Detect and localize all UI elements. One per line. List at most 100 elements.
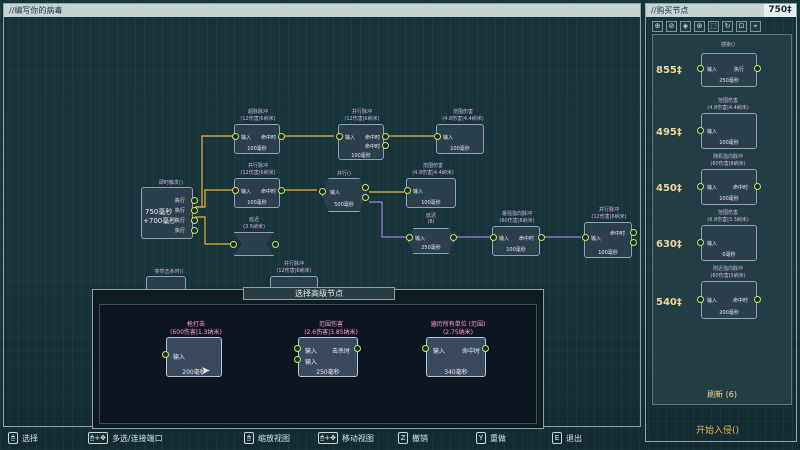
item-price: 495‡: [656, 127, 682, 138]
shop-tab-icon[interactable]: ⊕: [652, 21, 663, 32]
node-title: 最强指向脉冲: [501, 211, 532, 217]
input-pin[interactable]: [232, 187, 239, 194]
shop-title: //购买节点: [646, 4, 796, 17]
node-time: 0毫秒: [722, 252, 736, 258]
input-pin[interactable]: [697, 239, 704, 246]
output-pin[interactable]: [754, 183, 761, 190]
input-pin[interactable]: [434, 133, 441, 140]
node-time: 250毫秒: [421, 245, 441, 251]
shop-tab-icon[interactable]: ↻: [722, 21, 733, 32]
area-damage-node[interactable]: 范围伤害 (4.8伤害|4.4纳米) 输入 100毫秒: [430, 108, 496, 156]
input-label: 输入: [173, 354, 186, 361]
output-pin[interactable]: [630, 229, 637, 236]
parallel-node[interactable]: 并行() 输入 500毫秒: [316, 170, 372, 214]
pulse-node[interactable]: 超脉脉冲 (12伤害|6纳米) 输入 命中时 100毫秒: [228, 108, 288, 156]
input-pin[interactable]: [697, 183, 704, 190]
input-pin[interactable]: [294, 345, 301, 352]
parallel-pulse-node[interactable]: 并行脉冲 (12伤害|6纳米) 输入 命中时 100毫秒: [578, 206, 640, 260]
output-pin[interactable]: [754, 65, 761, 72]
node-title: 并行脉冲: [598, 207, 619, 213]
advanced-node-card[interactable]: 范围伤害 (2.6伤害|3.85纳米) 输入 输入 击杀时 250毫秒: [286, 319, 376, 379]
input-pin[interactable]: [336, 133, 343, 140]
input-pin[interactable]: [230, 241, 237, 248]
input-pin[interactable]: [582, 234, 589, 241]
shop-item[interactable]: 855‡ 感染() 输入 执行 250毫秒: [653, 39, 791, 91]
input-pin[interactable]: [294, 356, 301, 363]
key-e-icon: E: [552, 432, 562, 444]
input-pin[interactable]: [319, 188, 326, 195]
output-pin[interactable]: [362, 184, 369, 191]
node-body: [322, 178, 366, 212]
parallel-pulse-node[interactable]: 并行脉冲 (12伤害|6纳米) 输入 命中时 100毫秒: [228, 162, 288, 210]
hint-multiselect: 🖰+✥ 多选/连接端口: [88, 432, 163, 444]
node-title: 并行脉冲: [351, 109, 372, 115]
node-stats: (12伤害|6纳米): [591, 214, 627, 220]
output-pin[interactable]: [191, 217, 198, 224]
output-pin[interactable]: [354, 345, 361, 352]
hit-label: 命中时: [462, 348, 481, 355]
strongest-pulse-node[interactable]: 最强指向脉冲 (60伤害|8纳米) 输入 命中时 100毫秒: [486, 210, 548, 258]
input-pin[interactable]: [232, 133, 239, 140]
shop-tab-icon[interactable]: ◈: [680, 21, 691, 32]
output-pin[interactable]: [538, 234, 545, 241]
output-pin[interactable]: [191, 227, 198, 234]
input-label: 输入: [443, 135, 454, 141]
shop-tab-icon[interactable]: ⊘: [666, 21, 677, 32]
shop-tab-icon[interactable]: ⊛: [694, 21, 705, 32]
trigger-node[interactable]: 即时触发() 750毫秒 +700毫秒 执行 执行 执行 执行: [141, 180, 201, 241]
input-pin[interactable]: [697, 296, 704, 303]
node-stats: (4.8伤害|4.4纳米): [442, 116, 484, 122]
shop-item[interactable]: 540‡ 附近指向脉冲 (60伤害|5纳米) 输入 命中时 200毫秒: [653, 265, 791, 323]
input-pin[interactable]: [422, 345, 429, 352]
output-pin[interactable]: [450, 234, 457, 241]
output-pin[interactable]: [191, 197, 198, 204]
shop-item[interactable]: 630‡ 范围伤害 (6.8伤害|3.3纳米) 输入 0毫秒: [653, 209, 791, 265]
shop-tab-icon[interactable]: ⌖: [750, 21, 761, 32]
output-pin[interactable]: [382, 133, 389, 140]
node-title: 遍历所有单位 (范围): [430, 321, 486, 328]
delay-node[interactable]: 延迟 (8) 输入 250毫秒: [402, 212, 460, 256]
input-pin[interactable]: [697, 127, 704, 134]
advanced-node-card[interactable]: 枪打击 (600伤害|1.3纳米) 输入 200毫秒 ➤: [154, 319, 238, 379]
output-pin[interactable]: [754, 296, 761, 303]
node-title: 范围伤害: [717, 98, 738, 104]
output-pin[interactable]: [362, 194, 369, 201]
out-label: 执行: [175, 208, 186, 214]
input-pin[interactable]: [404, 187, 411, 194]
refresh-button[interactable]: 刷新 (6): [707, 390, 737, 399]
parallel-pulse-node[interactable]: 并行脉冲 (12伤害|6纳米): [262, 260, 326, 290]
shop-item[interactable]: 495‡ 范围伤害 (4.8伤害|4.4纳米) 输入 100毫秒: [653, 97, 791, 153]
virus-editor-panel: //编写你的病毒 即时触发() 750毫秒: [3, 3, 641, 429]
output-pin[interactable]: [191, 207, 198, 214]
output-pin[interactable]: [278, 133, 285, 140]
hint-select: 🖰 选择: [8, 432, 38, 444]
node-time-bonus: +700毫秒: [143, 217, 177, 225]
start-infection-button[interactable]: 开始入侵(): [696, 426, 740, 436]
output-pin[interactable]: [278, 187, 285, 194]
output-pin[interactable]: [382, 142, 389, 149]
node-title: 范围伤害: [452, 109, 473, 115]
parallel-pulse-node[interactable]: 并行脉冲 (12伤害|6纳米) 输入 命中时 命中时 100毫秒: [332, 108, 392, 164]
input-label: 输入: [591, 236, 602, 242]
item-price: 540‡: [656, 297, 682, 308]
input-pin[interactable]: [490, 234, 497, 241]
shop-item[interactable]: 450‡ 随机指向脉冲 (60伤害|8纳米) 输入 命中时 100毫秒: [653, 153, 791, 209]
mouse-left-icon: 🖰: [8, 432, 18, 444]
input-pin[interactable]: [162, 351, 169, 358]
output-pin[interactable]: [482, 345, 489, 352]
advanced-node-card[interactable]: 遍历所有单位 (范围) (2.75纳米) 输入 命中时 340毫秒: [410, 319, 506, 379]
shop-tab-icon[interactable]: ⬚: [708, 21, 719, 32]
hit-label: 命中时: [261, 189, 277, 195]
delay-node[interactable]: 延迟 (3.5纳米): [226, 216, 282, 260]
input-pin[interactable]: [697, 65, 704, 72]
input-label: 输入: [330, 190, 341, 196]
output-pin[interactable]: [630, 239, 637, 246]
area-damage-node[interactable]: 范围伤害 (4.8伤害|4.4纳米) 输入 100毫秒: [400, 162, 466, 210]
hint-exit: E 退出: [552, 432, 582, 444]
node-title: 并行脉冲: [247, 163, 268, 169]
hint-label: 多选/连接端口: [111, 433, 163, 443]
output-pin[interactable]: [272, 241, 279, 248]
node-stats: (4.8伤害|4.4纳米): [707, 105, 749, 111]
input-pin[interactable]: [406, 234, 413, 241]
shop-tab-icon[interactable]: ⊡: [736, 21, 747, 32]
